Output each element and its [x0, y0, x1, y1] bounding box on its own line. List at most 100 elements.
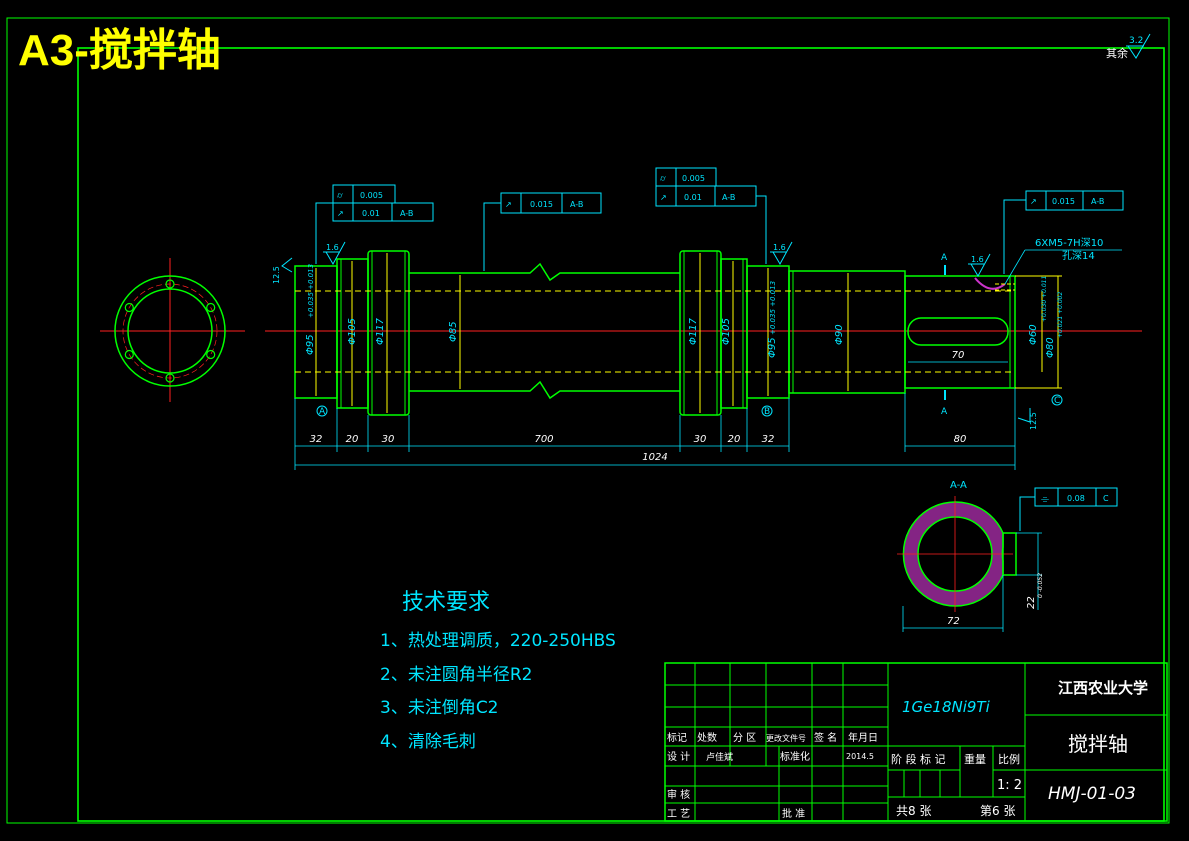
tolerance-frame-middle [483, 192, 602, 271]
dim-d80: Φ80 [1045, 337, 1056, 358]
shaft-view [265, 250, 1142, 416]
tb-sheets-total: 共8 张 [896, 804, 931, 818]
tb-weight-label: 重量 [964, 752, 986, 766]
dim-d95-left-tol: +0.035 +0.013 [307, 264, 315, 318]
tolerance-frame-right-end [1003, 190, 1124, 274]
section-cut-marks: A A [941, 253, 948, 417]
tb-sheet-no: 第6 张 [980, 804, 1015, 818]
tol-rj-value-top: 0.005 [682, 174, 705, 183]
flange-bolt-hole [206, 349, 216, 360]
roughness-symbols [281, 241, 1031, 423]
flange-outer-circle [114, 275, 226, 387]
title-block-text: 1Ge18Ni9Ti 江西农业大学 搅拌轴 HMJ-01-03 比例 1: 2 … [667, 679, 1148, 820]
dim-d80-tol: +0.021 +0.002 [1057, 292, 1064, 338]
tol-re-datum: A-B [1091, 197, 1104, 206]
tb-hdr-1: 处数 [697, 731, 717, 744]
diameter-dimension-lines [315, 253, 1062, 413]
dim-len-2: 20 [346, 434, 359, 445]
tb-hdr-4: 签 名 [814, 731, 837, 744]
thread-note-line2: 孔深14 [1062, 250, 1095, 262]
tb-design-label: 设 计 [667, 750, 690, 763]
roughness-end-right: 12.5 [1029, 412, 1038, 430]
tb-review-label: 审 核 [667, 788, 690, 801]
tol-left-datum: A-B [400, 209, 413, 218]
tol-section-value: 0.08 [1067, 494, 1085, 503]
datum-a: A [319, 407, 326, 417]
inner-border [77, 47, 1165, 822]
tol-re-value: 0.015 [1052, 197, 1075, 206]
tb-hdr-3: 更改文件号 [766, 733, 806, 743]
flange-bolt-hole [124, 302, 134, 313]
sheet-title: A3-搅拌轴 [18, 26, 221, 75]
dim-len-total: 1024 [642, 452, 667, 463]
dim-d117-left: Φ117 [375, 317, 386, 345]
dim-d90: Φ90 [834, 324, 845, 345]
tol-section-symbol: ⌯ [1041, 494, 1049, 505]
tol-section-datum: C [1103, 494, 1109, 503]
tb-school: 江西农业大学 [1058, 679, 1148, 697]
dim-d105-right: Φ105 [721, 318, 732, 345]
tech-req-item-3: 3、未注倒角C2 [380, 698, 499, 718]
tb-hdr-0: 标记 [667, 732, 687, 744]
dim-keyway-length: 70 [952, 350, 965, 361]
datum-symbols: A B C [316, 394, 1063, 417]
tb-part-name: 搅拌轴 [1068, 732, 1128, 756]
dim-d117-right: Φ117 [688, 317, 699, 345]
dim-len-7: 32 [762, 434, 775, 445]
tolerance-frame-left [315, 184, 434, 264]
tb-scale-label: 比例 [998, 752, 1020, 766]
dim-d95-right-tol: +0.035 +0.013 [769, 281, 777, 335]
tolerance-frame-right-journal [655, 167, 767, 264]
section-view-aa: A-A 72 22 0 -0.052 ⌯ 0.08 C [897, 480, 1118, 632]
flange-inner-circle [127, 288, 213, 374]
flange-bolt-hole [165, 373, 175, 383]
tol-left-symbol-bottom: ↗ [337, 209, 344, 218]
dim-d60: Φ60 [1028, 324, 1039, 345]
general-roughness-symbol: 其余 3.2 [1106, 33, 1151, 60]
roughness-end-left: 12.5 [272, 266, 281, 284]
dim-len-1: 32 [310, 434, 323, 445]
tb-approve-label: 批 准 [782, 807, 805, 820]
dim-d105-left: Φ105 [347, 318, 358, 345]
dim-d95-left: Φ95 [305, 334, 316, 355]
dim-len-3: 30 [382, 434, 395, 445]
tb-standard-label: 标准化 [780, 750, 810, 763]
flange-bolt-hole [124, 349, 134, 360]
tol-left-value-bottom: 0.01 [362, 209, 380, 218]
tech-req-item-4: 4、清除毛刺 [380, 732, 476, 752]
tb-hdr-5: 年月日 [848, 731, 878, 744]
tb-material: 1Ge18Ni9Ti [902, 698, 991, 716]
tb-date: 2014.5 [846, 752, 874, 761]
dim-len-8: 80 [954, 434, 967, 445]
flange-end-view [100, 258, 245, 402]
roughness-general-note: 其余 [1106, 46, 1128, 60]
roughness-general-value: 3.2 [1129, 36, 1143, 46]
flange-bolt-hole [206, 302, 216, 313]
dim-d60-tol: +0.030 +0.011 [1041, 276, 1048, 322]
tol-re-symbol: ↗ [1030, 197, 1037, 206]
tol-mid-datum: A-B [570, 200, 583, 209]
tech-req-item-1: 1、热处理调质，220-250HBS [380, 631, 616, 651]
dim-len-4: 700 [534, 434, 553, 445]
thread-note: 6XM5-7H深10 孔深14 [1004, 237, 1122, 285]
tech-req-item-2: 2、未注圆角半径R2 [380, 665, 533, 685]
keyway-outline [907, 317, 1009, 346]
tb-hdr-2: 分 区 [733, 732, 756, 744]
tb-scale: 1: 2 [997, 778, 1022, 793]
roughness-right-journal: 1.6 [773, 243, 786, 252]
tb-designer: 卢佳斌 [706, 751, 733, 763]
section-width: 72 [947, 616, 960, 627]
section-mark-top: A [941, 253, 948, 263]
outer-border [6, 17, 1170, 824]
tol-mid-value: 0.015 [530, 200, 553, 209]
length-dimension-lines [294, 361, 1016, 470]
tb-stage-label: 阶 段 标 记 [891, 752, 946, 766]
tol-rj-symbol-top: ⌭ [660, 174, 666, 183]
tol-rj-datum: A-B [722, 193, 735, 202]
tol-left-value-top: 0.005 [360, 191, 383, 200]
section-depth-tol: 0 -0.052 [1037, 573, 1044, 598]
dim-d95-right: Φ95 [767, 337, 778, 358]
datum-b: B [764, 407, 770, 417]
title-block-grid [664, 662, 1168, 822]
